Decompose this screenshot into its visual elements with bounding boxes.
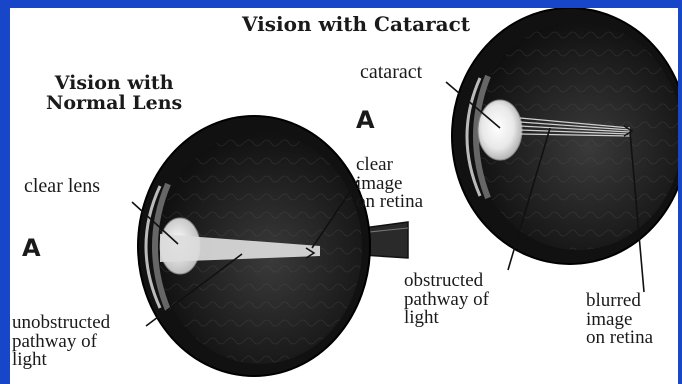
cataract-title: Vision with Cataract <box>242 14 470 34</box>
eye-diagrams <box>10 8 678 384</box>
diagram-canvas: Vision with Cataract Vision with Normal … <box>10 8 678 384</box>
cataract-label: cataract <box>360 62 422 82</box>
clear-lens-label: clear lens <box>24 176 100 196</box>
cataract-eye-marker: A <box>356 108 375 132</box>
normal-lens-title: Vision with Normal Lens <box>46 74 182 114</box>
clear-image-label: clear image on retina <box>356 156 423 212</box>
blurred-image-label: blurred image on retina <box>586 292 653 348</box>
unobstructed-pathway-label: unobstructed pathway of light <box>12 314 110 370</box>
cataract-eyeball <box>452 8 678 264</box>
normal-eye-marker: A <box>22 236 41 260</box>
obstructed-pathway-label: obstructed pathway of light <box>404 272 489 328</box>
